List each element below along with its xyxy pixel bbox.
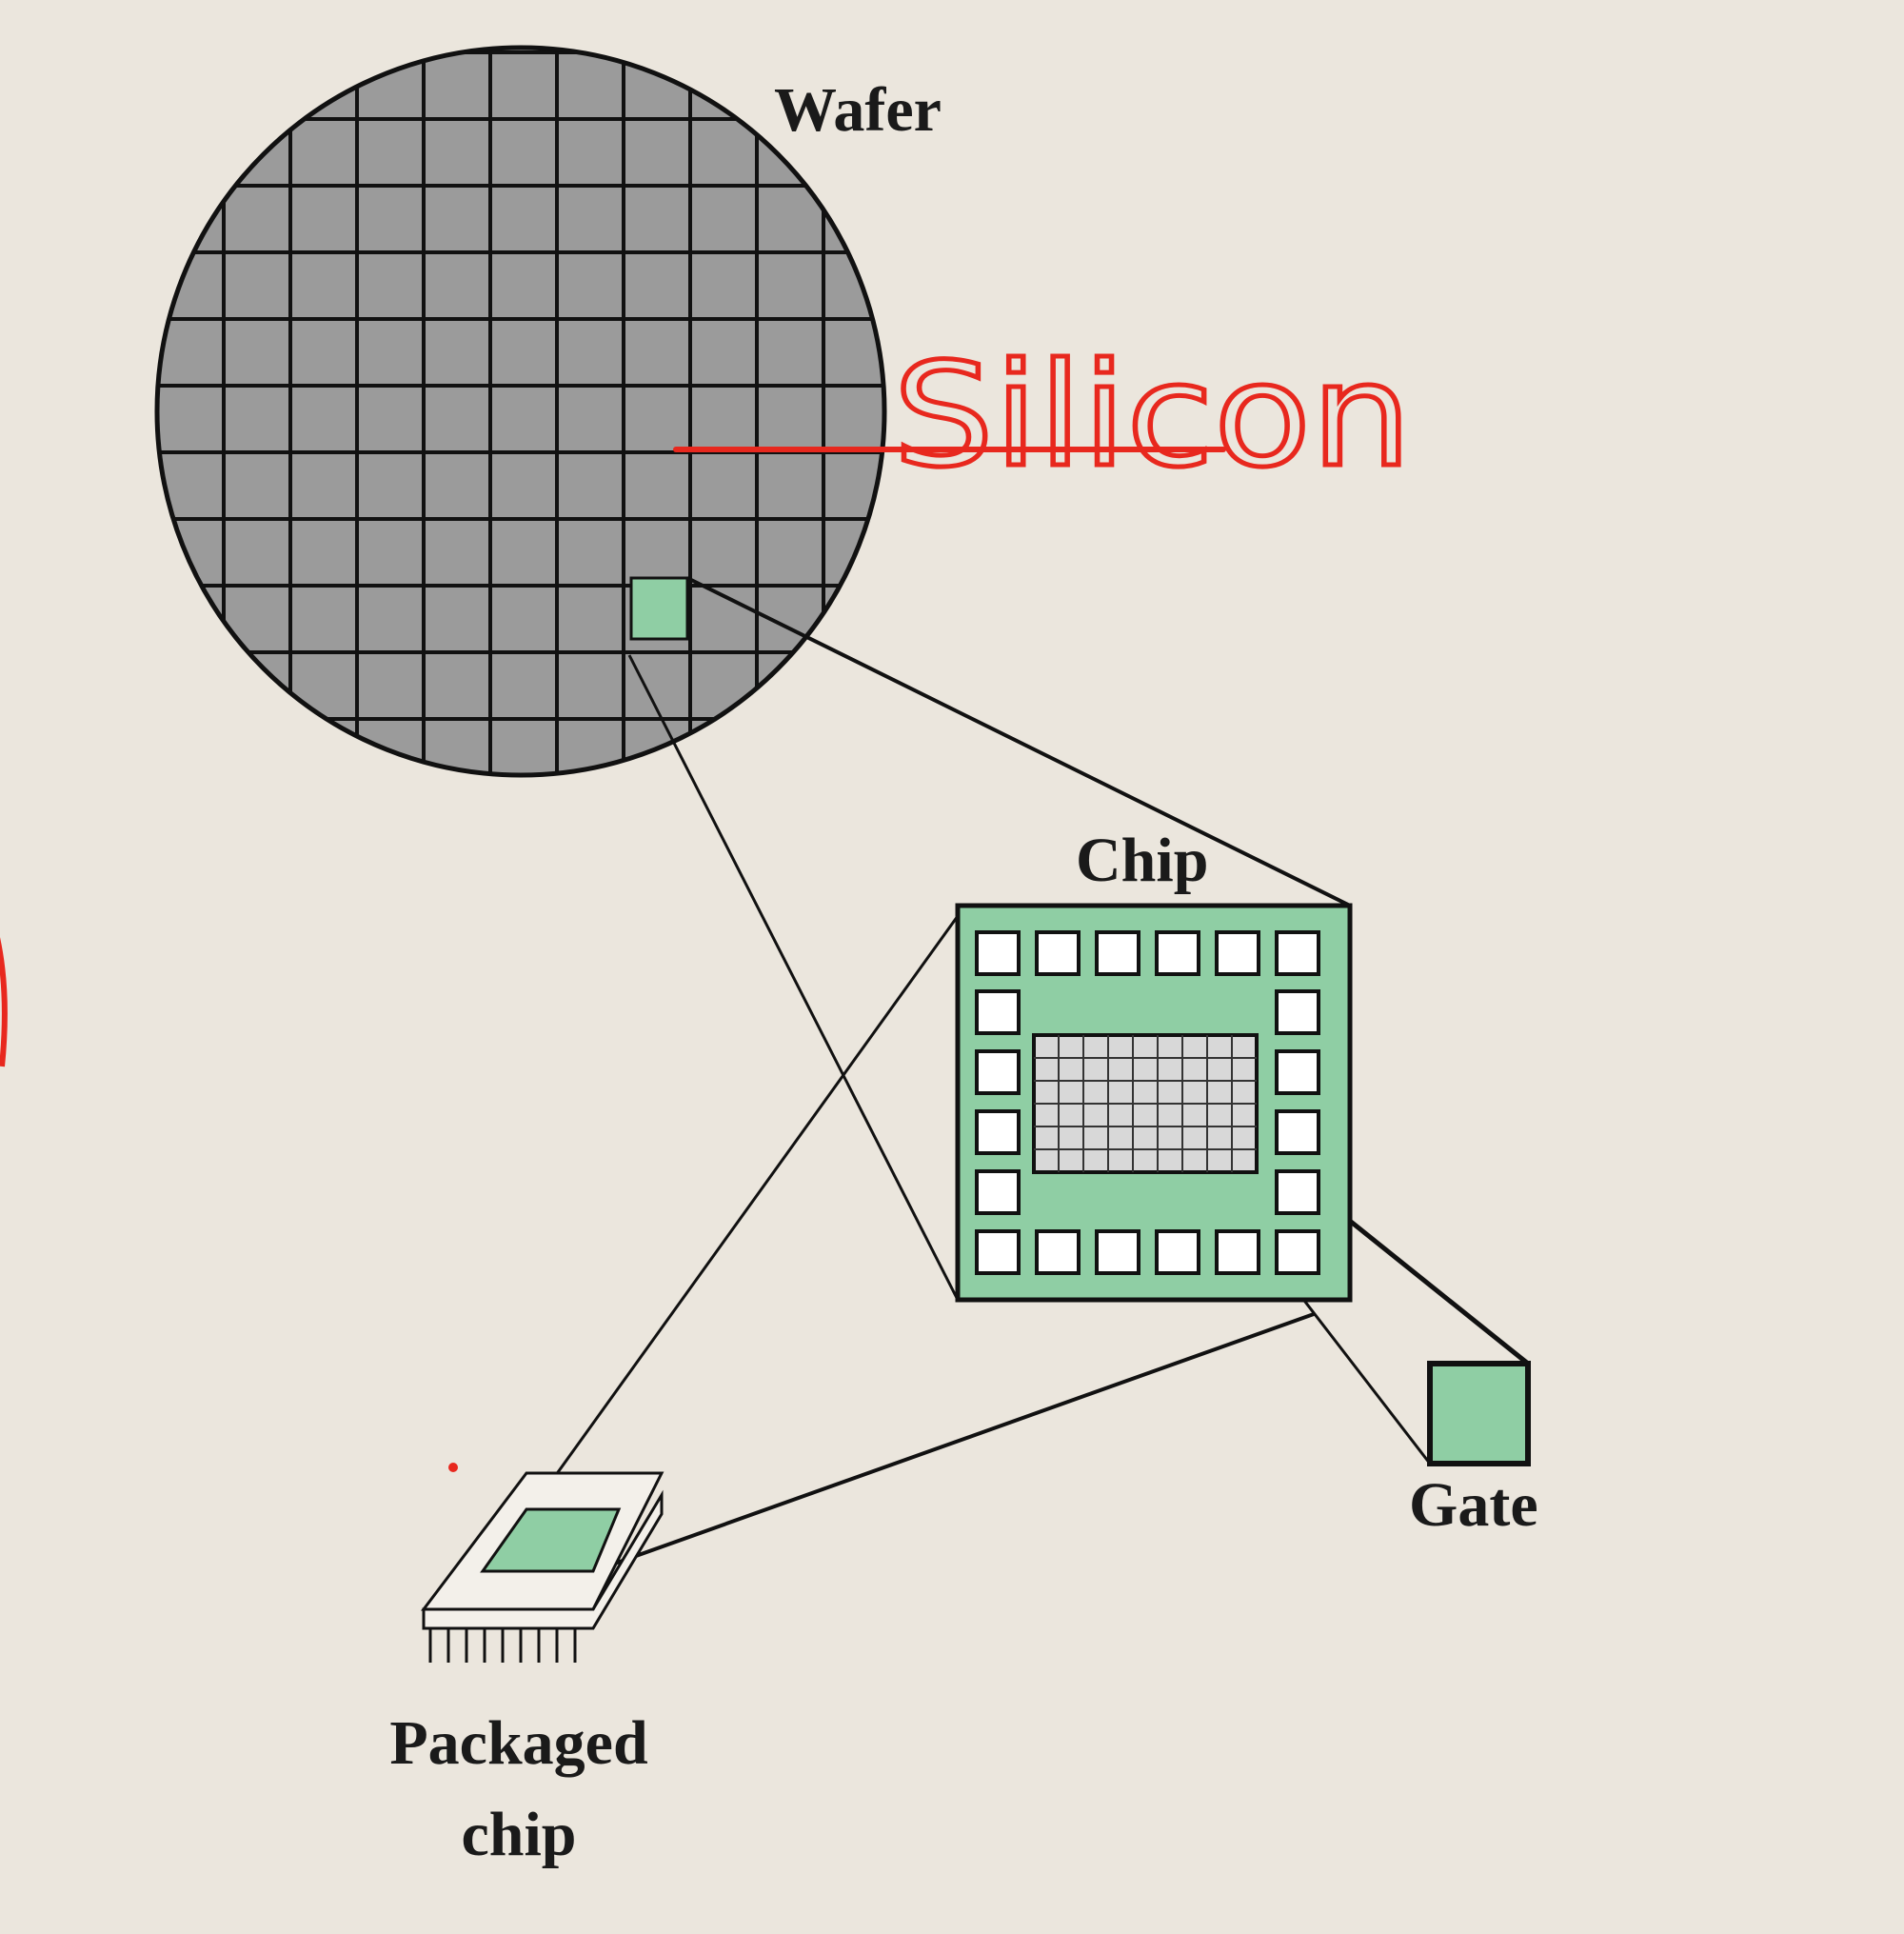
chip-io-pad [1275, 989, 1320, 1035]
projection-line [686, 576, 1351, 907]
chip-io-pad [975, 1229, 1021, 1275]
selected-die [629, 576, 689, 641]
gate [1427, 1361, 1531, 1466]
stray-mark [448, 1463, 458, 1472]
wafer-outline [154, 45, 887, 778]
projection-line [525, 915, 960, 1517]
chip-io-pad [1155, 1229, 1200, 1275]
chip-io-pad [1215, 930, 1260, 976]
projection-line [592, 1312, 1315, 1573]
packaged-chip-label-line2: chip [461, 1800, 576, 1869]
chip-io-pad [975, 1169, 1021, 1215]
package-pins [428, 1628, 577, 1663]
chip-io-pad [1275, 1049, 1320, 1095]
annotation-silicon-text: Silicon [893, 333, 1412, 499]
chip-io-pad [1275, 1229, 1320, 1275]
chip-io-pad [1035, 1229, 1081, 1275]
chip-core-grid [1034, 1035, 1257, 1172]
chip-io-pad [975, 930, 1021, 976]
chip [955, 903, 1353, 1303]
package-die [480, 1507, 622, 1573]
margin-mark [0, 937, 8, 1067]
wafer-label: Wafer [774, 75, 942, 145]
chip-io-pad [1275, 930, 1320, 976]
chip-io-pad [1215, 1229, 1260, 1275]
projection-line [627, 654, 960, 1301]
packaged-chip [420, 1471, 664, 1663]
packaged-chip-label-line1: Packaged [389, 1708, 647, 1778]
chip-io-pad [1095, 1229, 1140, 1275]
gate-square [1427, 1361, 1531, 1466]
chip-io-pad [1275, 1109, 1320, 1155]
chip-io-pad [1155, 930, 1200, 976]
chip-io-pad [975, 1109, 1021, 1155]
chip-io-pads [975, 930, 1320, 1275]
chip-io-pad [975, 989, 1021, 1035]
wafer [154, 45, 887, 778]
chip-label: Chip [1076, 826, 1208, 895]
chip-io-pad [1095, 930, 1140, 976]
gate-label: Gate [1409, 1470, 1538, 1540]
wafer-disc [157, 48, 884, 775]
chip-io-pad [975, 1049, 1021, 1095]
chip-io-pad [1275, 1169, 1320, 1215]
chip-io-pad [1035, 930, 1081, 976]
silicon-annotation: Silicon [0, 331, 1415, 1472]
